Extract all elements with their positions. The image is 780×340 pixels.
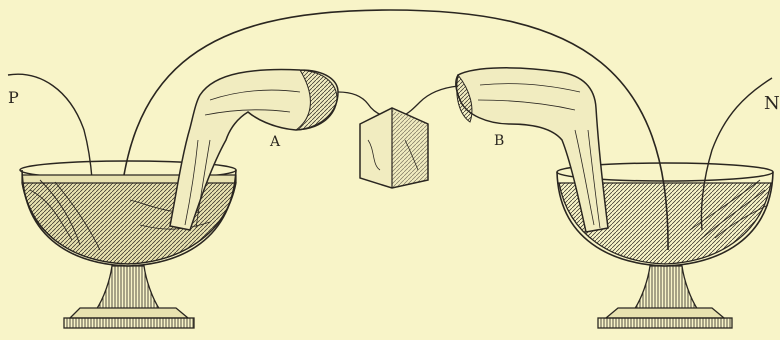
label-b: B (494, 133, 504, 149)
nerve-b (402, 86, 458, 116)
nerve-a (338, 92, 384, 116)
label-p: P (8, 88, 19, 107)
central-block (360, 108, 428, 188)
limb-b (456, 68, 608, 232)
label-n: N (764, 93, 780, 114)
label-a: A (270, 134, 280, 150)
limb-a (170, 70, 338, 230)
